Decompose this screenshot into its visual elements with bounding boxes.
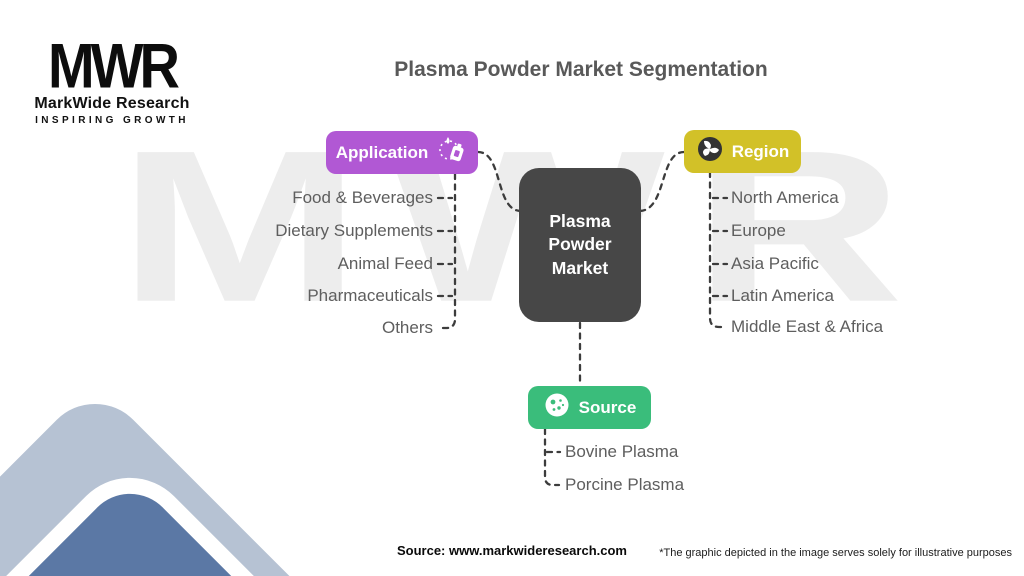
footer-source-line: Source: www.markwideresearch.com <box>396 543 627 558</box>
page-title: Plasma Powder Market Segmentation <box>394 58 768 81</box>
logo-tagline: INSPIRING GROWTH <box>35 115 189 127</box>
droplet-bottle-icon <box>436 134 468 171</box>
source-label: Source <box>578 397 637 417</box>
application-item: Animal Feed <box>337 254 433 273</box>
application-item: Pharmaceuticals <box>307 286 433 305</box>
region-item: Asia Pacific <box>731 254 819 273</box>
source-node: Source <box>528 386 651 429</box>
region-item: Middle East & Africa <box>731 317 884 336</box>
region-label: Region <box>731 141 790 161</box>
logo-acronym: MWR <box>48 30 180 101</box>
logo-name: MarkWide Research <box>34 95 190 113</box>
source-item: Bovine Plasma <box>565 442 679 461</box>
application-item: Dietary Supplements <box>275 221 433 240</box>
globe-icon <box>696 135 724 168</box>
center-node-label: Plasma Powder Market <box>548 210 612 278</box>
application-item: Others <box>381 318 433 337</box>
region-item: Latin America <box>731 286 834 305</box>
region-item: Europe <box>731 221 786 240</box>
footer-disclaimer: *The graphic depicted in the image serve… <box>659 547 1012 559</box>
markwide-logo: MWR MarkWide Research INSPIRING GROWTH <box>34 30 190 127</box>
application-item: Food & Beverages <box>292 188 433 207</box>
powder-icon <box>543 391 571 424</box>
source-item: Porcine Plasma <box>565 475 685 494</box>
plasma-powder-market-node: Plasma Powder Market <box>519 168 641 322</box>
region-item: North America <box>731 188 839 207</box>
application-label: Application <box>335 142 429 162</box>
region-node: Region <box>684 130 801 173</box>
application-node: Application <box>326 131 478 174</box>
